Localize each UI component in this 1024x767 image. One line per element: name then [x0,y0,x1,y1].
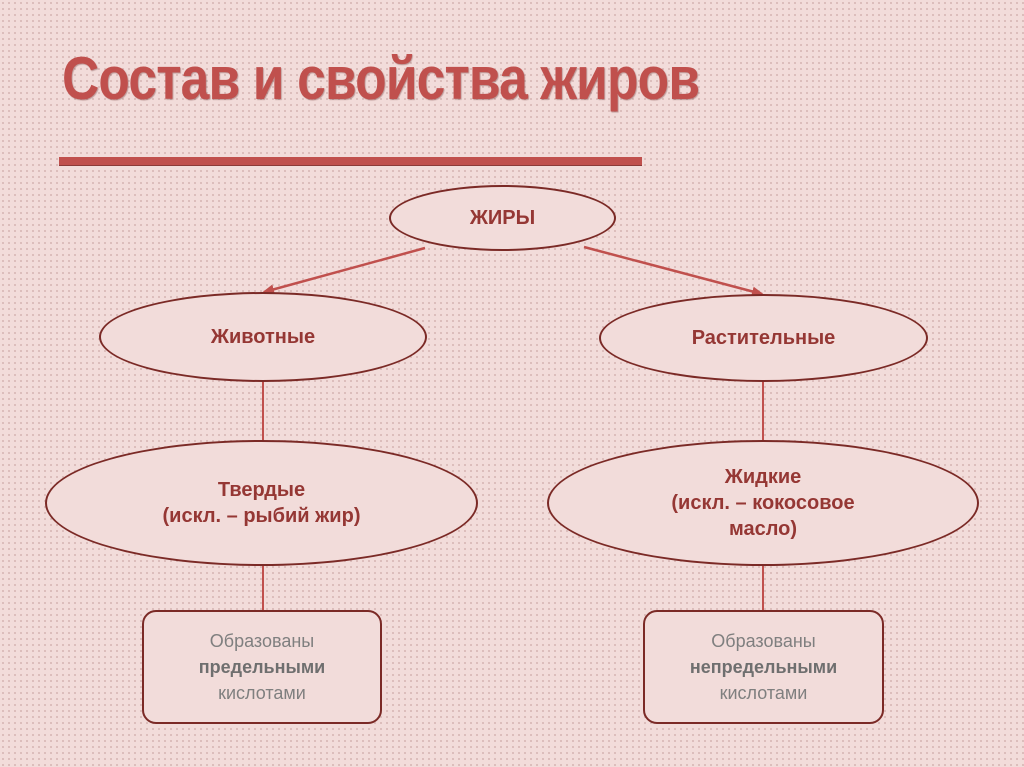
node-liquid-exception-line2: масло) [728,518,798,540]
box-saturated: Образованы предельными кислотами [142,610,382,724]
node-fats: ЖИРЫ [389,185,616,251]
slide-title: Состав и свойства жиров [62,45,700,112]
node-plant-label: Растительные [691,327,836,349]
box-unsaturated-line1: Образованы [711,630,816,651]
box-saturated-line3: кислотами [218,683,306,704]
box-unsaturated-line2: непредельными [689,656,838,677]
node-solid: Твердые (искл. – рыбий жир) [45,440,478,566]
node-solid-label: Твердые [217,479,306,501]
node-liquid: Жидкие (искл. – кокосовое масло) [547,440,979,566]
arrow-to-animal [262,246,426,295]
node-plant: Растительные [599,294,928,382]
node-animal-label: Животные [210,326,316,348]
box-unsaturated: Образованы непредельными кислотами [643,610,884,724]
node-liquid-label: Жидкие [724,466,802,488]
title-underline [59,157,642,165]
node-solid-exception: (искл. – рыбий жир) [162,505,361,527]
arrow-to-plant [583,245,764,297]
node-animal: Животные [99,292,427,382]
box-saturated-line1: Образованы [209,630,315,651]
box-saturated-line2: предельными [198,656,326,677]
node-fats-label: ЖИРЫ [469,207,536,229]
box-unsaturated-line3: кислотами [719,683,808,704]
node-liquid-exception-line1: (искл. – кокосовое [671,492,855,514]
